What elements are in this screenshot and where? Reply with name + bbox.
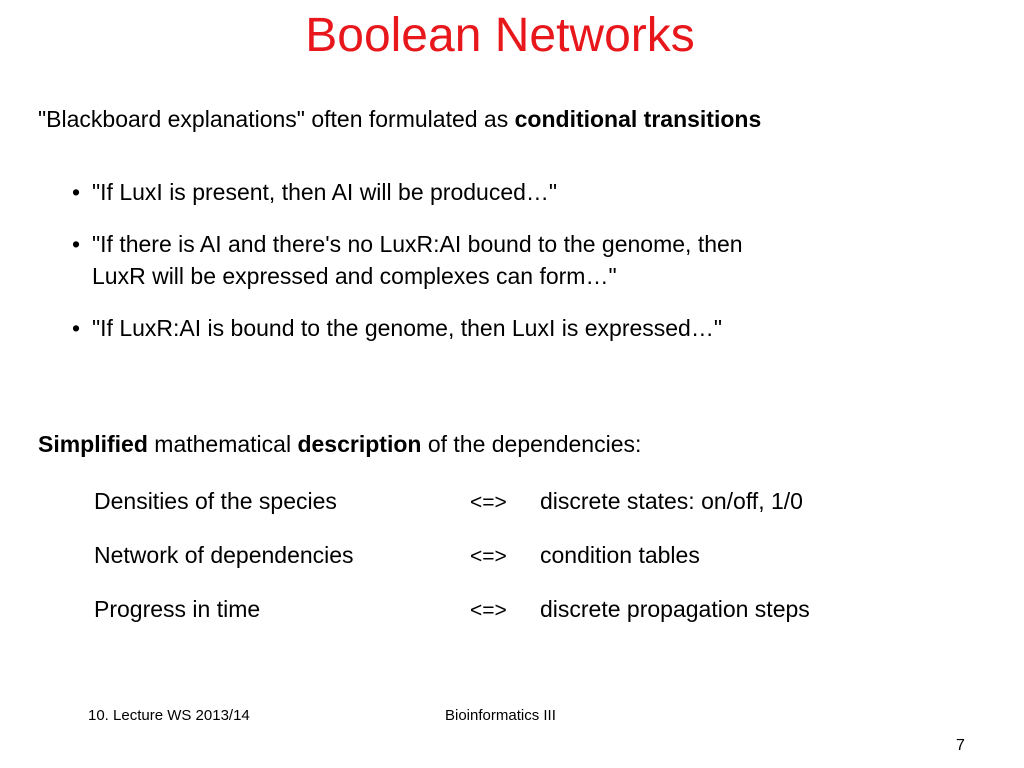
bullet-text: "If LuxI is present, then AI will be pro… [92,179,558,205]
mapping-right: condition tables [540,542,700,568]
simplified-bold: Simplified [38,431,148,457]
slide-title: Boolean Networks [305,9,695,62]
description-bold: description [297,431,422,457]
bullet-text-continued: LuxR will be expressed and complexes can… [92,263,617,289]
mapping-right: discrete states: on/off, 1/0 [540,488,803,514]
bullet-text: "If LuxR:AI is bound to the genome, then… [92,315,723,341]
intro-bold: conditional transitions [514,106,762,132]
simplified-heading: Simplified mathematical description of t… [38,428,641,460]
bullet-item: • "If LuxI is present, then AI will be p… [72,176,952,208]
bullet-text: "If there is AI and there's no LuxR:AI b… [92,231,743,257]
dependencies-text: of the dependencies: [421,431,642,457]
intro-sentence: "Blackboard explanations" often formulat… [38,103,761,135]
intro-text: "Blackboard explanations" often formulat… [38,106,515,132]
mapping-arrow: <=> [470,545,507,568]
footer-lecture: 10. Lecture WS 2013/14 [88,707,250,724]
mapping-left: Progress in time [94,596,261,622]
mapping-left: Network of dependencies [94,542,354,568]
mapping-arrow: <=> [470,599,507,622]
mapping-left: Densities of the species [94,488,337,514]
bullet-marker: • [72,315,81,341]
mapping-right: discrete propagation steps [540,596,810,622]
bullet-item: • "If LuxR:AI is bound to the genome, th… [72,312,952,344]
page-number: 7 [956,737,965,754]
mapping-arrow: <=> [470,491,507,514]
bullet-marker: • [72,231,81,257]
bullet-list: • "If LuxI is present, then AI will be p… [72,176,952,364]
bullet-item: • "If there is AI and there's no LuxR:AI… [72,228,952,292]
simplified-text: mathematical [147,431,298,457]
bullet-marker: • [72,179,81,205]
footer-course: Bioinformatics III [445,707,556,724]
